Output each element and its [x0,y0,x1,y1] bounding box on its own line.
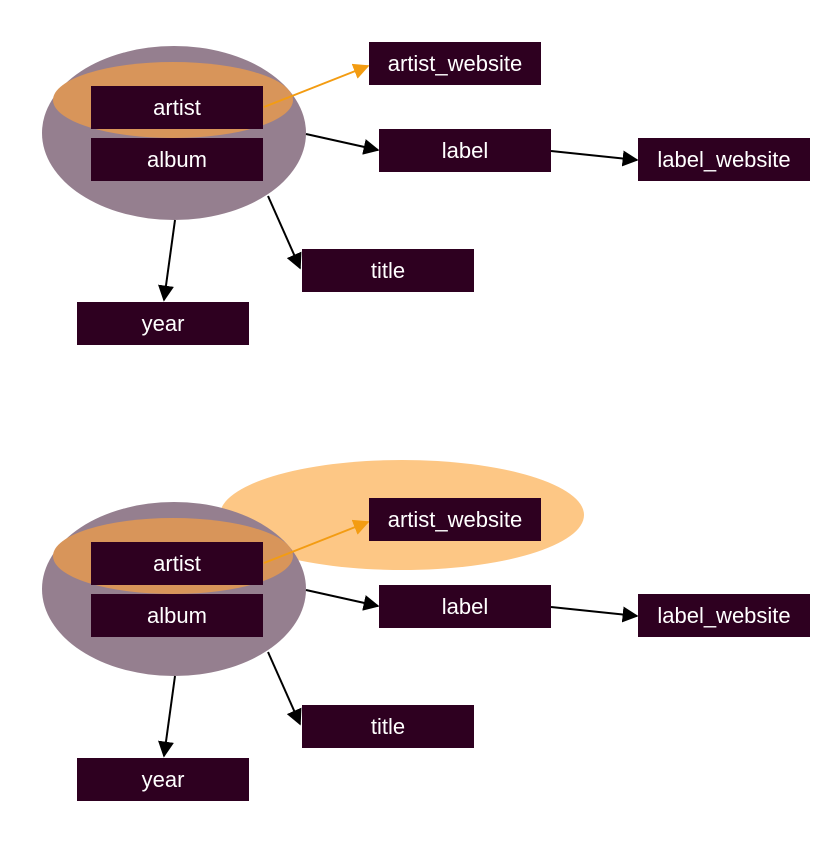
node-title: title [302,705,474,748]
node-artist: artist [91,542,263,585]
edge-artist-to-artist-website [263,63,370,108]
node-label: label_website [657,147,790,172]
node-label: album [147,147,207,172]
node-album: album [91,594,263,637]
node-label: label [442,594,488,619]
edge-artist-to-artist-website [263,519,370,564]
edge-key-to-year [158,675,176,758]
diagram-1: artist album artist_website label label_… [42,42,810,345]
node-label: title [371,714,405,739]
node-artist-website: artist_website [369,42,541,85]
node-label: album [147,603,207,628]
edge-key-to-label [305,133,380,155]
diagram-2: artist album artist_website label label_… [42,460,810,801]
edge-key-to-year [158,219,176,302]
node-label: artist [153,95,201,120]
node-label: label [379,129,551,172]
node-artist: artist [91,86,263,129]
node-label: artist [153,551,201,576]
node-label-website: label_website [638,594,810,637]
node-title: title [302,249,474,292]
edge-label-to-label-website [550,606,639,623]
edge-key-to-label [305,589,380,611]
node-label: label [442,138,488,163]
node-artist-website: artist_website [369,498,541,541]
node-label: label_website [657,603,790,628]
node-label: year [142,311,185,336]
node-label: year [142,767,185,792]
node-year: year [77,302,249,345]
node-year: year [77,758,249,801]
edge-key-to-title [267,195,302,270]
node-album: album [91,138,263,181]
node-label: artist_website [388,507,523,532]
node-label: label [379,585,551,628]
node-label-website: label_website [638,138,810,181]
node-label: title [371,258,405,283]
edge-label-to-label-website [550,150,639,167]
node-label: artist_website [388,51,523,76]
edge-key-to-title [267,651,302,726]
